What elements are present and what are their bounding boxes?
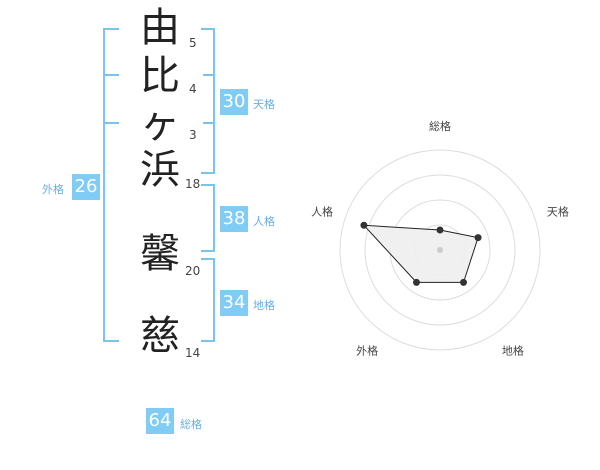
radar-axis-label: 人格 <box>311 205 333 219</box>
radar-ring <box>339 149 541 351</box>
gaikaku-value: 26 <box>72 174 100 200</box>
jinkaku-label: 人格 <box>253 215 275 228</box>
name-char-2: 比 <box>140 53 180 99</box>
radar-axis-label: 天格 <box>547 205 569 219</box>
stroke-count-5: 20 <box>185 264 201 278</box>
name-char-3: ヶ <box>140 101 180 147</box>
radar-axis-label: 外格 <box>356 343 378 357</box>
tenkaku-label: 天格 <box>253 98 275 111</box>
radar-center <box>437 247 443 253</box>
bracket-tick <box>105 74 119 76</box>
bracket-tick <box>203 122 215 124</box>
soukaku-value: 64 <box>146 408 174 434</box>
stroke-count-2: 4 <box>189 82 197 96</box>
radar-polygon <box>362 224 479 283</box>
gaikaku-label: 外格 <box>42 183 64 196</box>
radar-axis-label: 地格 <box>502 343 524 357</box>
jinkaku-value: 38 <box>220 206 248 232</box>
name-char-6: 慈 <box>140 313 180 359</box>
chikaku-bracket <box>201 258 215 342</box>
bracket-tick <box>105 122 119 124</box>
bracket-tick <box>203 74 215 76</box>
name-char-1: 由 <box>140 5 180 51</box>
name-char-4: 浜 <box>140 147 180 193</box>
radar-axis-label: 総格 <box>429 119 451 133</box>
radar-point <box>460 278 468 286</box>
chikaku-value: 34 <box>220 290 248 316</box>
chikaku-label: 地格 <box>253 299 275 312</box>
stroke-count-6: 14 <box>185 346 201 360</box>
tenkaku-value: 30 <box>220 89 248 115</box>
radar-point <box>436 226 444 234</box>
stroke-count-1: 5 <box>189 36 197 50</box>
jinkaku-bracket <box>201 184 215 252</box>
stroke-count-4: 18 <box>185 177 201 191</box>
gaikaku-bracket <box>103 28 119 342</box>
radar-point <box>360 221 368 229</box>
stroke-count-3: 3 <box>189 128 197 142</box>
tenkaku-bracket <box>201 28 215 174</box>
radar-ring <box>364 174 516 326</box>
radar-point <box>474 234 482 242</box>
name-char-5: 馨 <box>140 231 180 277</box>
soukaku-label: 総格 <box>180 418 202 431</box>
radar-point <box>412 278 420 286</box>
